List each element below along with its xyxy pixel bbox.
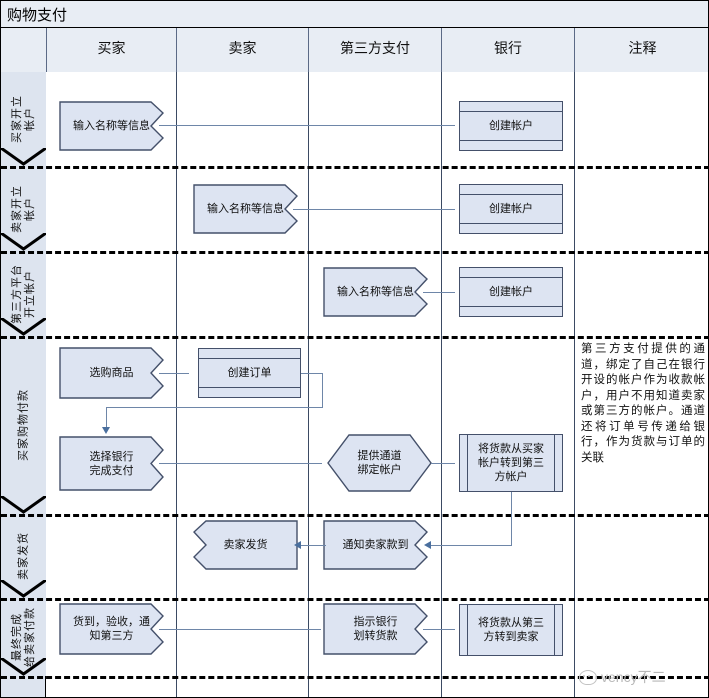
connector-n11-n13-seg2 <box>428 545 512 546</box>
node-label: 提供通道绑定帐户 <box>357 450 402 476</box>
column-divider-note <box>574 72 575 697</box>
connector-n14-n15 <box>159 629 321 630</box>
lane-label-buyer-open-account: 买家开立帐户 <box>1 72 46 166</box>
node-label: 将货款从买家帐户转到第三方帐户 <box>478 443 544 483</box>
node-transfer-from-buyer-to-thirdparty[interactable]: 将货款从买家帐户转到第三方帐户 <box>459 434 563 492</box>
connector-n8-n9-seg1 <box>301 373 323 374</box>
connector-n15-n16 <box>423 629 455 630</box>
column-divider-bank <box>441 72 442 697</box>
connector-n13-n12 <box>298 545 326 546</box>
lane-label-text: 卖家开立帐户 <box>10 184 36 233</box>
node-label: 创建帐户 <box>489 203 533 215</box>
page-title: 购物支付 <box>7 8 68 24</box>
node-notify-seller-payment-received[interactable]: 通知卖家款到 <box>323 520 428 570</box>
lane-label-text: 买家购物付款 <box>17 389 29 461</box>
header-cell-thirdparty: 第三方支付 <box>308 28 441 72</box>
node-label: 指示银行划转货款 <box>353 616 398 642</box>
node-seller-ship-goods[interactable]: 卖家发货 <box>193 520 298 570</box>
lane-label-final-pay-seller: 最终完成给卖家付款 <box>1 598 46 676</box>
node-label: 卖家发货 <box>223 539 268 551</box>
node-label: 货到，验收，通知第三方 <box>73 616 150 642</box>
node-label: 选择银行完成支付 <box>89 450 134 477</box>
lane-separator-6 <box>1 676 708 679</box>
column-divider-seller <box>176 72 177 697</box>
node-label: 输入名称等信息 <box>207 203 284 215</box>
connector-n1-n2 <box>159 125 455 126</box>
connector-n7-n8 <box>159 373 189 374</box>
lane-label-buyer-purchase-pay: 买家购物付款 <box>1 336 46 514</box>
node-label: 将货款从第三方转到卖家 <box>478 617 544 643</box>
node-label: 创建帐户 <box>489 286 533 298</box>
column-divider-thirdparty <box>308 72 309 697</box>
node-label: 输入名称等信息 <box>73 120 150 132</box>
node-create-account-bank-1[interactable]: 创建帐户 <box>459 101 563 151</box>
node-instruct-bank-transfer-funds[interactable]: 指示银行划转货款 <box>323 603 428 655</box>
node-label: 输入名称等信息 <box>337 286 414 298</box>
node-input-name-info-thirdparty[interactable]: 输入名称等信息 <box>323 267 428 317</box>
note-text-channel: 第三方支付提供的通道，绑定了自己在银行开设的帐户作为收款帐户，用户不用知道卖家或… <box>581 343 705 464</box>
node-input-name-info-buyer[interactable]: 输入名称等信息 <box>59 101 164 151</box>
connector-n8-n9-seg4 <box>106 407 107 429</box>
lane-label-text: 最终完成给卖家付款 <box>10 607 36 667</box>
header-cell-lane <box>1 28 46 72</box>
column-header-row: 买家 卖家 第三方支付 银行 注释 <box>1 28 708 72</box>
connector-n3-n4 <box>293 209 455 210</box>
arrowhead <box>102 427 110 434</box>
node-transfer-from-thirdparty-to-seller[interactable]: 将货款从第三方转到卖家 <box>459 604 563 656</box>
lane-separator-4 <box>1 514 708 517</box>
lane-separator-3 <box>1 336 708 339</box>
lane-separator-2 <box>1 251 708 254</box>
node-goods-arrived-inspect-notify[interactable]: 货到，验收，通知第三方 <box>59 603 164 655</box>
connector-n5-n6 <box>423 292 455 293</box>
node-label: 选购商品 <box>89 367 134 379</box>
connector-n8-n9-seg3 <box>106 407 323 408</box>
header-cell-seller: 卖家 <box>176 28 308 72</box>
node-create-order[interactable]: 创建订单 <box>198 348 301 398</box>
node-label: 通知卖家款到 <box>342 539 409 551</box>
node-label: 创建帐户 <box>489 120 533 132</box>
node-provide-channel-bind-account[interactable]: 提供通道绑定帐户 <box>327 434 432 492</box>
diagram-title-bar: 购物支付 <box>1 1 708 28</box>
lane-label-seller-ship: 卖家发货 <box>1 514 46 598</box>
arrowhead <box>424 541 431 549</box>
lane-label-text: 卖家发货 <box>17 532 29 580</box>
wechat-icon <box>579 669 597 685</box>
node-input-name-info-seller[interactable]: 输入名称等信息 <box>193 184 298 234</box>
watermark: vency不二 <box>579 667 666 687</box>
lane-separator-5 <box>1 598 708 601</box>
connector-n8-n9-seg2 <box>322 373 323 407</box>
lane-label-text: 第三方平台开立帐户 <box>10 263 36 324</box>
node-create-account-bank-3[interactable]: 创建帐户 <box>459 267 563 317</box>
lane-separator-1 <box>1 166 708 169</box>
header-cell-buyer: 买家 <box>46 28 176 72</box>
node-select-bank-complete-payment[interactable]: 选择银行完成支付 <box>59 436 164 491</box>
node-create-account-bank-2[interactable]: 创建帐户 <box>459 184 563 234</box>
connector-n11-n13-seg1 <box>511 492 512 545</box>
swimlane-label-column: 买家开立帐户 卖家开立帐户 第三方平台开立帐户 <box>1 72 46 697</box>
header-cell-bank: 银行 <box>441 28 574 72</box>
connector-n9-n10 <box>159 463 322 464</box>
connector-n10-n11 <box>431 463 455 464</box>
arrowhead <box>294 541 301 549</box>
lane-label-seller-open-account: 卖家开立帐户 <box>1 166 46 251</box>
header-cell-note: 注释 <box>574 28 708 72</box>
node-select-goods[interactable]: 选购商品 <box>59 347 164 399</box>
node-label: 创建订单 <box>227 367 272 379</box>
watermark-text: vency不二 <box>601 669 666 685</box>
lane-label-thirdparty-open-account: 第三方平台开立帐户 <box>1 251 46 336</box>
lane-label-text: 买家开立帐户 <box>10 95 36 143</box>
